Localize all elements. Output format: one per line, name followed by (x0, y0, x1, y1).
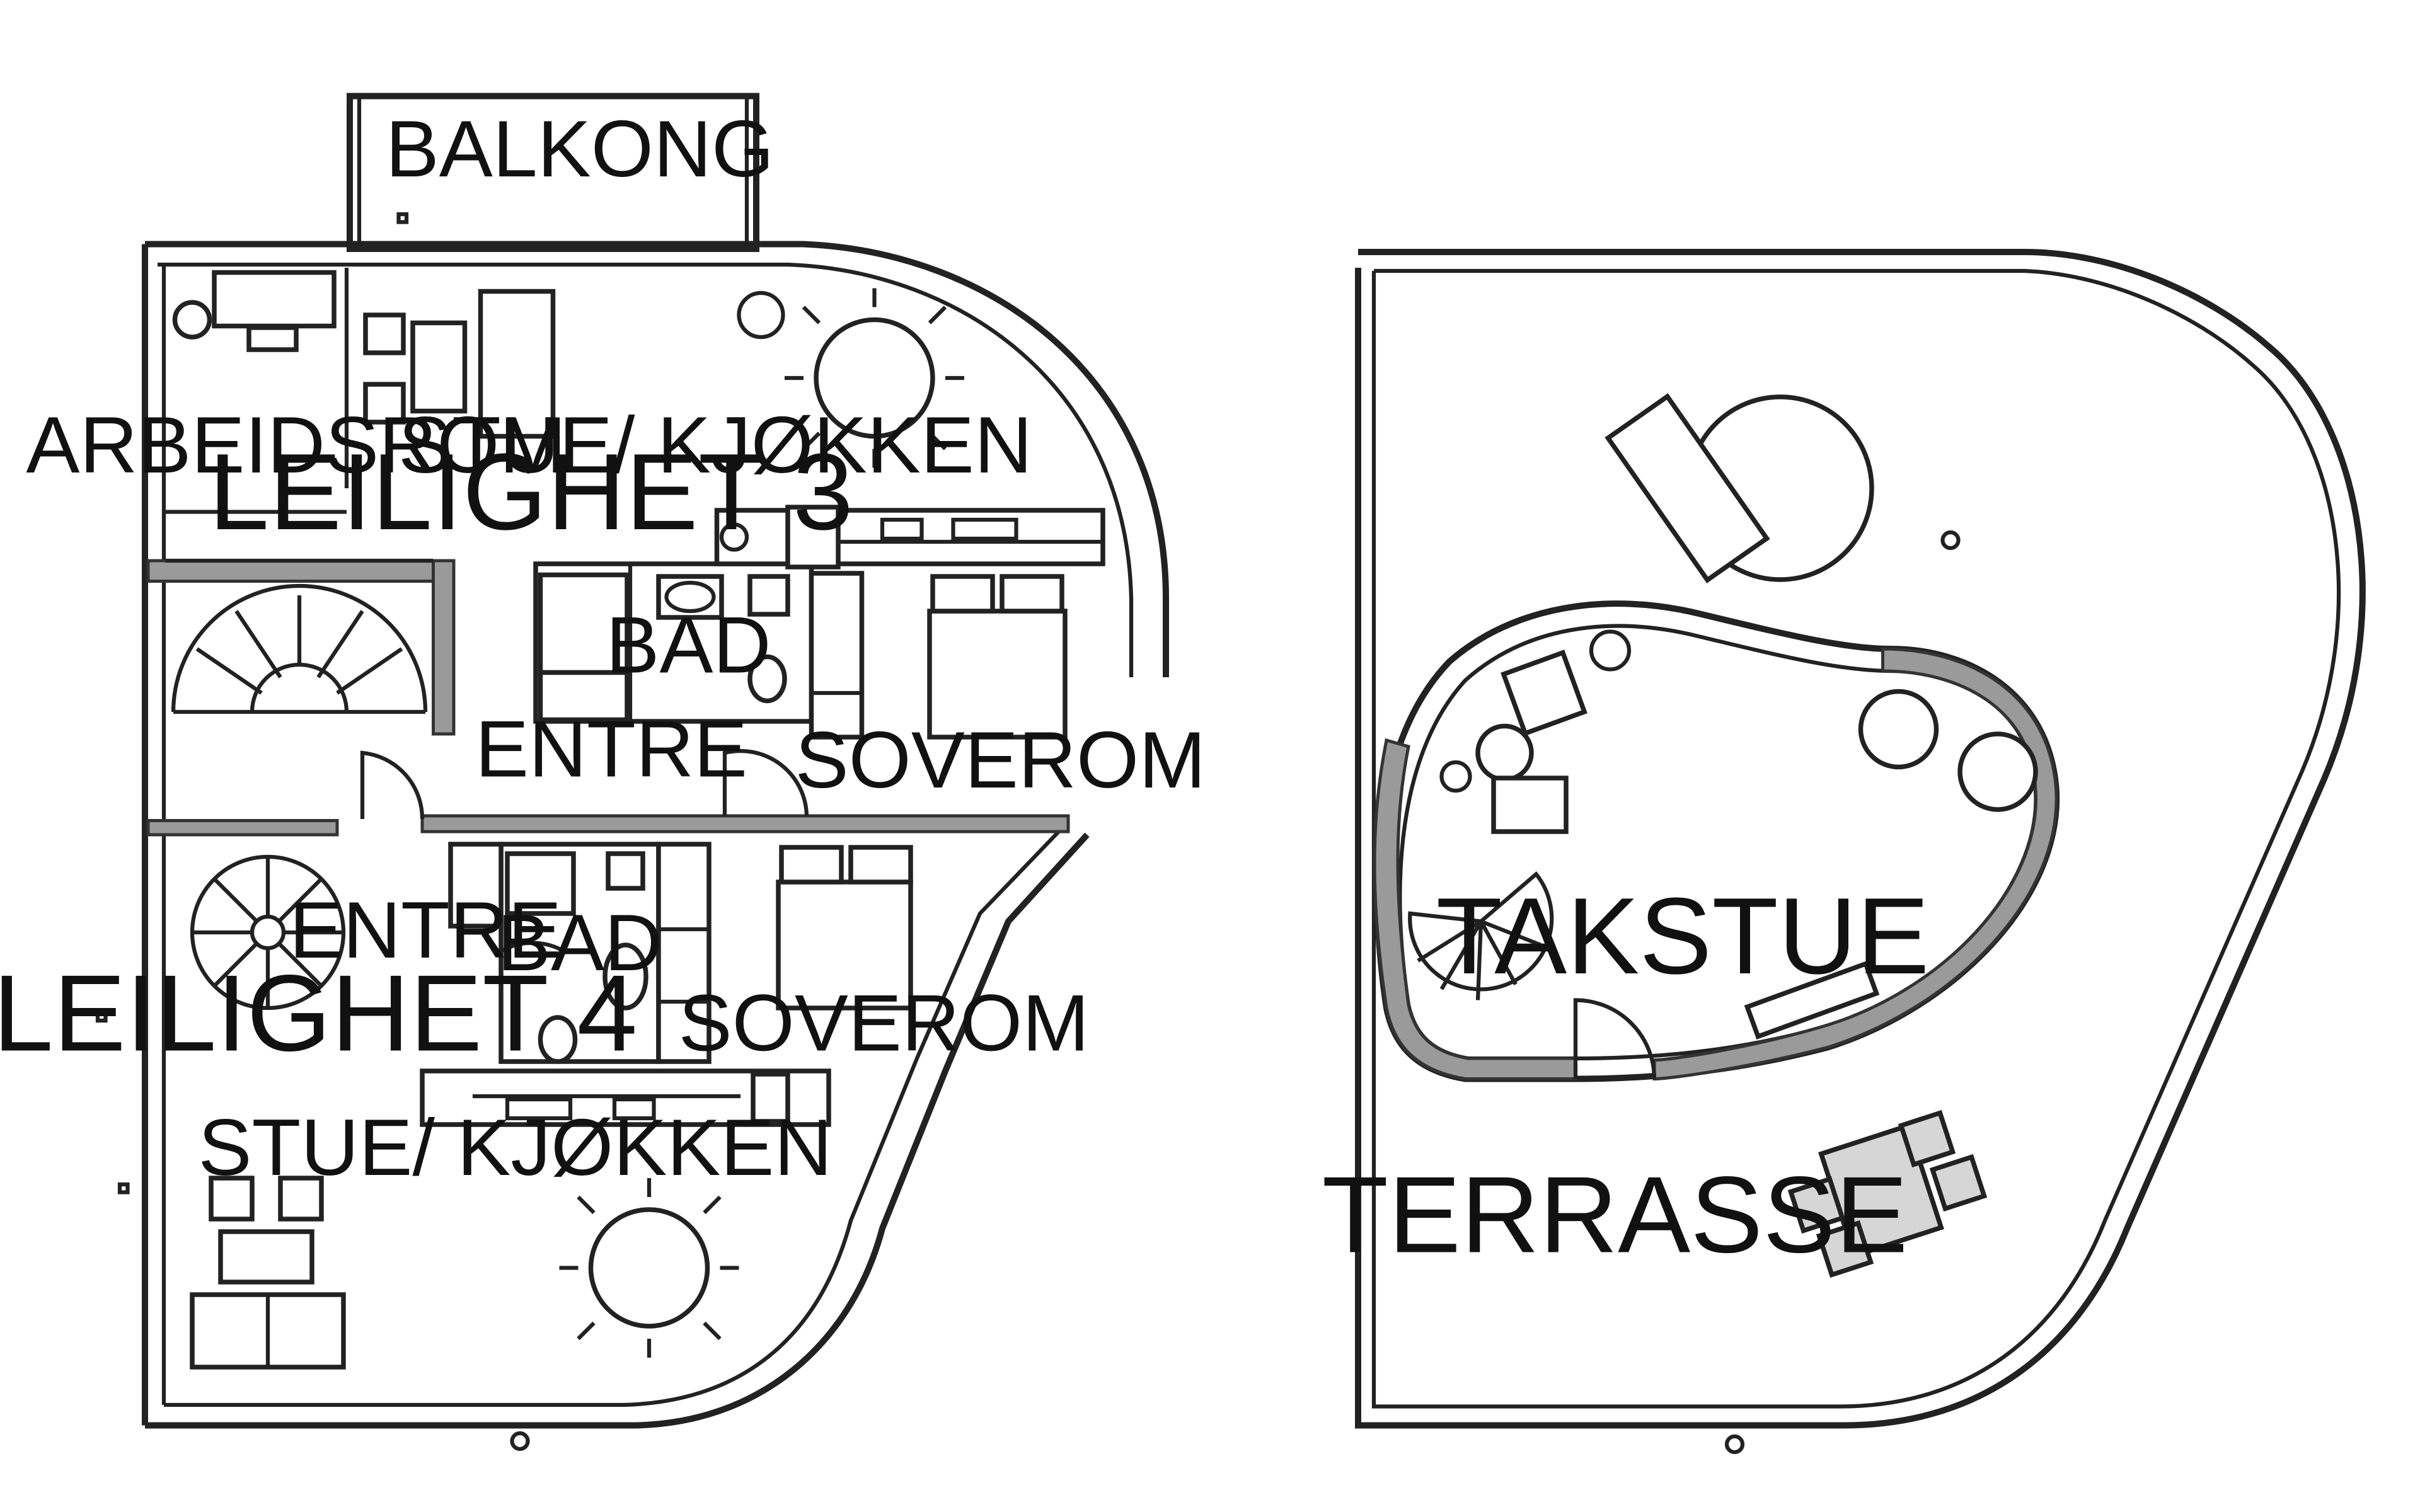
column-marker-left (510, 1431, 530, 1452)
apt4-living-label: STUE/ KJØKKEN (198, 1103, 832, 1193)
spiral-stair-roof (1408, 871, 1554, 1000)
living-furniture-apt3 (363, 288, 964, 468)
terrace-furniture (1605, 393, 1988, 1278)
apt3-bedroom-label: SOVEROM (795, 716, 1206, 805)
living-furniture-apt4 (190, 1176, 739, 1370)
outer-walls (95, 241, 1169, 1429)
apt3-name-label: LEILIGHET 3 (209, 431, 853, 553)
apt4-entry-label: ENTRE (289, 886, 562, 975)
kitchen-apt4 (420, 1068, 831, 1127)
doors (360, 748, 809, 953)
apt3-living-label: STUE/ KJØKKEN (398, 401, 1032, 490)
apt4-name-label: LEILIGHET 4 (0, 953, 637, 1074)
column-marker-roof (1940, 530, 1961, 551)
bed-apt4 (776, 845, 913, 1011)
apt3-bath-label: BAD (606, 601, 771, 690)
apt3-study-label: ARBEIDSROM (26, 401, 566, 490)
terrace-outline (1355, 249, 2366, 1429)
bed-apt3 (927, 574, 1068, 740)
right-floor-plan: TAKSTUE TERRASSE (1322, 249, 2366, 1455)
roof-lounge-furniture (1439, 629, 2038, 1040)
roof-lounge-walls (1373, 600, 2060, 1082)
bath-fixtures-apt3 (656, 574, 790, 704)
spiral-stair-apt4 (190, 854, 346, 1011)
balcony (347, 93, 759, 252)
roof-lounge-label: TAKSTUE (1436, 875, 1930, 997)
roof-lounge-door (1573, 998, 1657, 1079)
apt4-bedroom-label: SOVEROM (679, 979, 1090, 1068)
terrace-label: TERRASSE (1322, 1154, 1908, 1276)
balcony-label: BALKONG (386, 105, 774, 194)
spiral-stair-apt3 (171, 583, 428, 714)
column-marker-bottom (1724, 1434, 1745, 1455)
apt4-bath-label: BAD (497, 898, 662, 988)
study-furniture (172, 270, 337, 352)
bath-fixtures-apt4 (505, 851, 648, 1064)
apt3-entry-label: ENTRE (475, 705, 747, 794)
left-floor-plan: BALKONG ARBEIDSROM STUE/ KJØKKEN LEILIGH… (0, 93, 1206, 1452)
kitchen-apt3 (714, 505, 1105, 570)
